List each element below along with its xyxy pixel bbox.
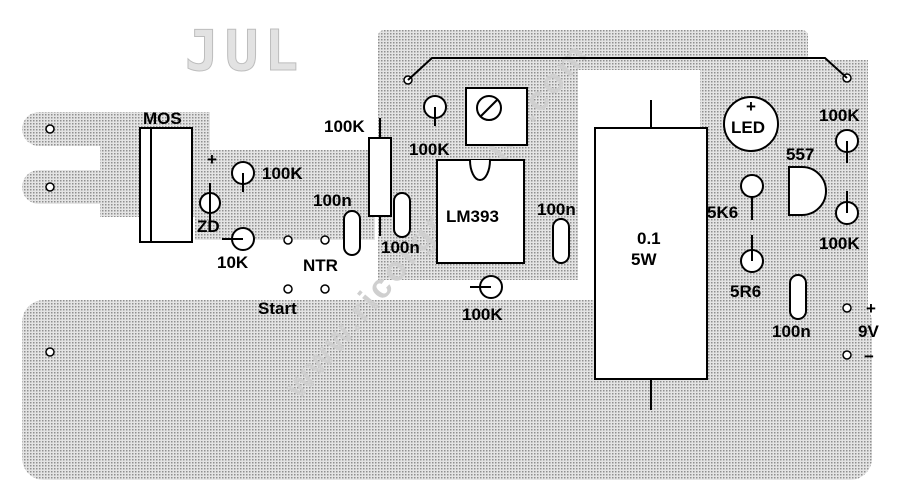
label-shunt-power: 5W	[631, 250, 657, 269]
mosfet-body	[139, 127, 193, 243]
label-c-left-top: 100n	[313, 191, 352, 210]
hole-left-3	[45, 347, 55, 357]
label-r-5k6: 5K6	[707, 203, 738, 222]
label-start: Start	[258, 299, 297, 318]
label-supply-voltage: 9V	[858, 322, 879, 341]
resistor-100k-vertical	[368, 137, 392, 217]
copper-ground-plane	[22, 300, 872, 480]
hole-start-2	[320, 284, 330, 294]
hole-supply-plus	[842, 303, 852, 313]
board-title: JUL	[185, 19, 304, 84]
capacitor-100n-left-top	[343, 210, 361, 256]
label-ntr: NTR	[303, 256, 338, 275]
label-mos: MOS	[143, 109, 182, 128]
label-zd-plus: +	[207, 150, 217, 169]
copper-pad-left-2	[22, 170, 117, 204]
label-r-vertical: 100K	[324, 117, 365, 136]
label-zd: ZD	[197, 217, 220, 236]
capacitor-100n-right	[789, 274, 807, 320]
label-led: LED	[731, 118, 765, 137]
label-led-plus: +	[746, 97, 756, 116]
hole-left-2	[45, 182, 55, 192]
label-c-right: 100n	[772, 322, 811, 341]
label-r-right-mid: 100K	[819, 234, 860, 253]
hole-supply-minus	[842, 350, 852, 360]
component-labels: MOS + ZD 100K 10K NTR Start 100K 100n 10…	[143, 97, 879, 366]
transistor-557-body	[788, 166, 827, 216]
components	[139, 87, 859, 410]
label-supply-plus: +	[866, 299, 876, 318]
led-body	[723, 96, 779, 152]
label-ic: LM393	[446, 207, 499, 226]
label-trimmer: 100K	[409, 140, 450, 159]
label-shunt-value: 0.1	[637, 229, 661, 248]
capacitor-100n-middle	[552, 218, 570, 264]
copper-pad-left-1	[22, 112, 117, 146]
hole-start-1	[283, 284, 293, 294]
potentiometer-slot	[480, 99, 498, 117]
hole-left-1	[45, 124, 55, 134]
label-c-left-bottom: 100n	[381, 238, 420, 257]
label-supply-minus: −	[864, 347, 874, 366]
label-transistor: 557	[786, 145, 814, 164]
resistor-5k6	[740, 174, 764, 198]
wire-jumper	[407, 57, 848, 81]
hole-ntr-1	[283, 235, 293, 245]
ic-lm393-notch	[469, 159, 491, 181]
label-c-mid: 100n	[537, 200, 576, 219]
hole-ntr-2	[320, 235, 330, 245]
label-r-zd-top: 100K	[262, 164, 303, 183]
drill-holes	[45, 73, 852, 360]
copper-right-block	[700, 60, 868, 320]
label-r-zd-bottom: 10K	[217, 253, 249, 272]
label-r-ic-bottom: 100K	[462, 305, 503, 324]
label-r-5r6: 5R6	[730, 282, 761, 301]
capacitor-100n-left-bottom	[393, 192, 411, 238]
label-r-right-top: 100K	[819, 106, 860, 125]
shunt-resistor-body	[594, 127, 708, 380]
